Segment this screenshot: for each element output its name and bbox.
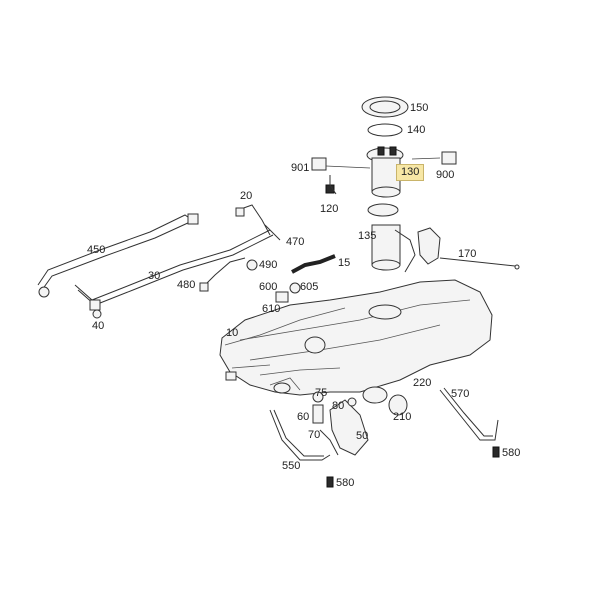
line-480[interactable] xyxy=(199,257,246,292)
sensor-120[interactable] xyxy=(325,175,337,195)
valve-600-605[interactable] xyxy=(275,282,301,303)
cap-210[interactable] xyxy=(388,394,408,416)
callout-480[interactable]: 480 xyxy=(177,279,196,291)
callout-70[interactable]: 70 xyxy=(308,429,321,441)
callout-135[interactable]: 135 xyxy=(358,230,377,242)
fuel-pump-module[interactable] xyxy=(366,146,404,198)
callout-220[interactable]: 220 xyxy=(413,377,432,389)
fuel-tank[interactable] xyxy=(219,279,493,396)
connector-900[interactable] xyxy=(441,151,457,165)
callout-170[interactable]: 170 xyxy=(458,248,477,260)
callout-15[interactable]: 15 xyxy=(338,257,351,269)
hose-470[interactable] xyxy=(264,224,281,241)
callout-120[interactable]: 120 xyxy=(320,203,339,215)
callout-30[interactable]: 30 xyxy=(148,270,161,282)
callout-610[interactable]: 610 xyxy=(262,303,281,315)
callout-900[interactable]: 900 xyxy=(436,169,455,181)
callout-580-right[interactable]: 580 xyxy=(502,447,521,459)
callout-20[interactable]: 20 xyxy=(240,190,253,202)
lock-ring[interactable] xyxy=(361,96,409,118)
hose-15[interactable] xyxy=(291,254,336,274)
callout-600[interactable]: 600 xyxy=(259,281,278,293)
filler-ring[interactable] xyxy=(362,386,388,404)
fuel-line-450[interactable] xyxy=(37,213,199,298)
callout-580-bottom[interactable]: 580 xyxy=(336,477,355,489)
clip-490[interactable] xyxy=(246,259,258,271)
callout-60[interactable]: 60 xyxy=(297,411,310,423)
clip-40[interactable] xyxy=(92,309,102,319)
callout-150[interactable]: 150 xyxy=(410,102,429,114)
callout-470[interactable]: 470 xyxy=(286,236,305,248)
fuel-line-30[interactable] xyxy=(74,229,274,311)
callout-80[interactable]: 80 xyxy=(332,400,345,412)
callout-130[interactable]: 130 xyxy=(396,164,425,181)
bolt-580-right[interactable] xyxy=(492,446,500,458)
filler-neck[interactable] xyxy=(312,391,369,456)
callout-140[interactable]: 140 xyxy=(407,124,426,136)
callout-490[interactable]: 490 xyxy=(259,259,278,271)
callout-901[interactable]: 901 xyxy=(291,162,310,174)
callout-570[interactable]: 570 xyxy=(451,388,470,400)
callout-605[interactable]: 605 xyxy=(300,281,319,293)
tank-strap-570[interactable] xyxy=(439,387,499,441)
level-sender[interactable] xyxy=(417,227,520,270)
callout-210[interactable]: 210 xyxy=(393,411,412,423)
callout-450[interactable]: 450 xyxy=(87,244,106,256)
seal-ring[interactable] xyxy=(367,123,403,137)
callout-50[interactable]: 50 xyxy=(356,430,369,442)
callout-75[interactable]: 75 xyxy=(315,387,328,399)
tank-strap-550[interactable] xyxy=(269,409,331,461)
callout-550[interactable]: 550 xyxy=(282,460,301,472)
bolt-580-bottom[interactable] xyxy=(326,476,334,488)
fuel-line-20[interactable] xyxy=(235,204,271,236)
callout-10[interactable]: 10 xyxy=(226,327,239,339)
connector-901[interactable] xyxy=(311,157,327,171)
pump-lower-unit[interactable] xyxy=(367,203,416,273)
callout-40[interactable]: 40 xyxy=(92,320,105,332)
